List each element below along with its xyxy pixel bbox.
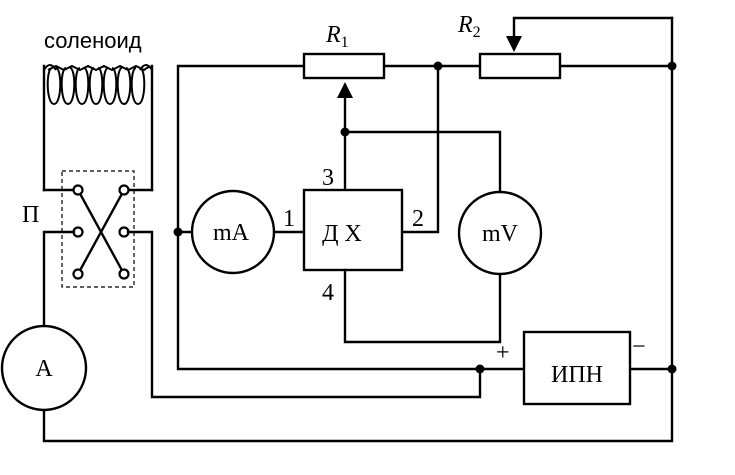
milliammeter: mA xyxy=(190,189,276,275)
milliammeter-label: mA xyxy=(213,220,250,246)
junction-dot xyxy=(340,127,350,137)
power-supply-label: ИПН xyxy=(551,362,603,388)
pin-1-label: 1 xyxy=(283,206,295,232)
switch-terminal xyxy=(118,184,130,196)
switch-terminal xyxy=(72,184,84,196)
pin-3-label: 3 xyxy=(322,165,334,191)
millivoltmeter: mV xyxy=(457,190,543,276)
switch-terminal xyxy=(72,268,84,280)
resistor-r1: R1 xyxy=(302,22,386,80)
solenoid: соленоид xyxy=(42,28,154,192)
junction-dot xyxy=(433,61,443,71)
r2-label: R2 xyxy=(457,12,481,41)
power-supply: ИПН xyxy=(522,330,632,406)
solenoid-label: соленоид xyxy=(44,28,142,53)
millivoltmeter-label: mV xyxy=(482,221,519,247)
switch-box xyxy=(61,170,135,288)
junction-dot xyxy=(173,227,183,237)
r2-wiper-arrow xyxy=(506,36,522,52)
resistor-r2: R2 xyxy=(457,12,674,80)
switch-terminal xyxy=(118,268,130,280)
r1-wiper-arrow xyxy=(337,82,353,98)
solenoid-coil xyxy=(42,64,154,192)
reversing-switch: П xyxy=(22,170,135,288)
junction-dot xyxy=(667,364,677,374)
ammeter-label: A xyxy=(35,356,53,382)
r1-label: R1 xyxy=(325,22,349,51)
ammeter: A xyxy=(0,324,88,412)
hall-sensor-label: Д Х xyxy=(322,221,362,247)
pin-4-label: 4 xyxy=(322,280,334,306)
plus-label: + xyxy=(496,340,510,366)
junction-dot xyxy=(475,364,485,374)
junction-dot xyxy=(667,61,677,71)
hall-sensor: Д Х xyxy=(302,188,404,272)
minus-label: − xyxy=(632,334,646,360)
pin-2-label: 2 xyxy=(412,206,424,232)
switch-label: П xyxy=(22,202,39,228)
